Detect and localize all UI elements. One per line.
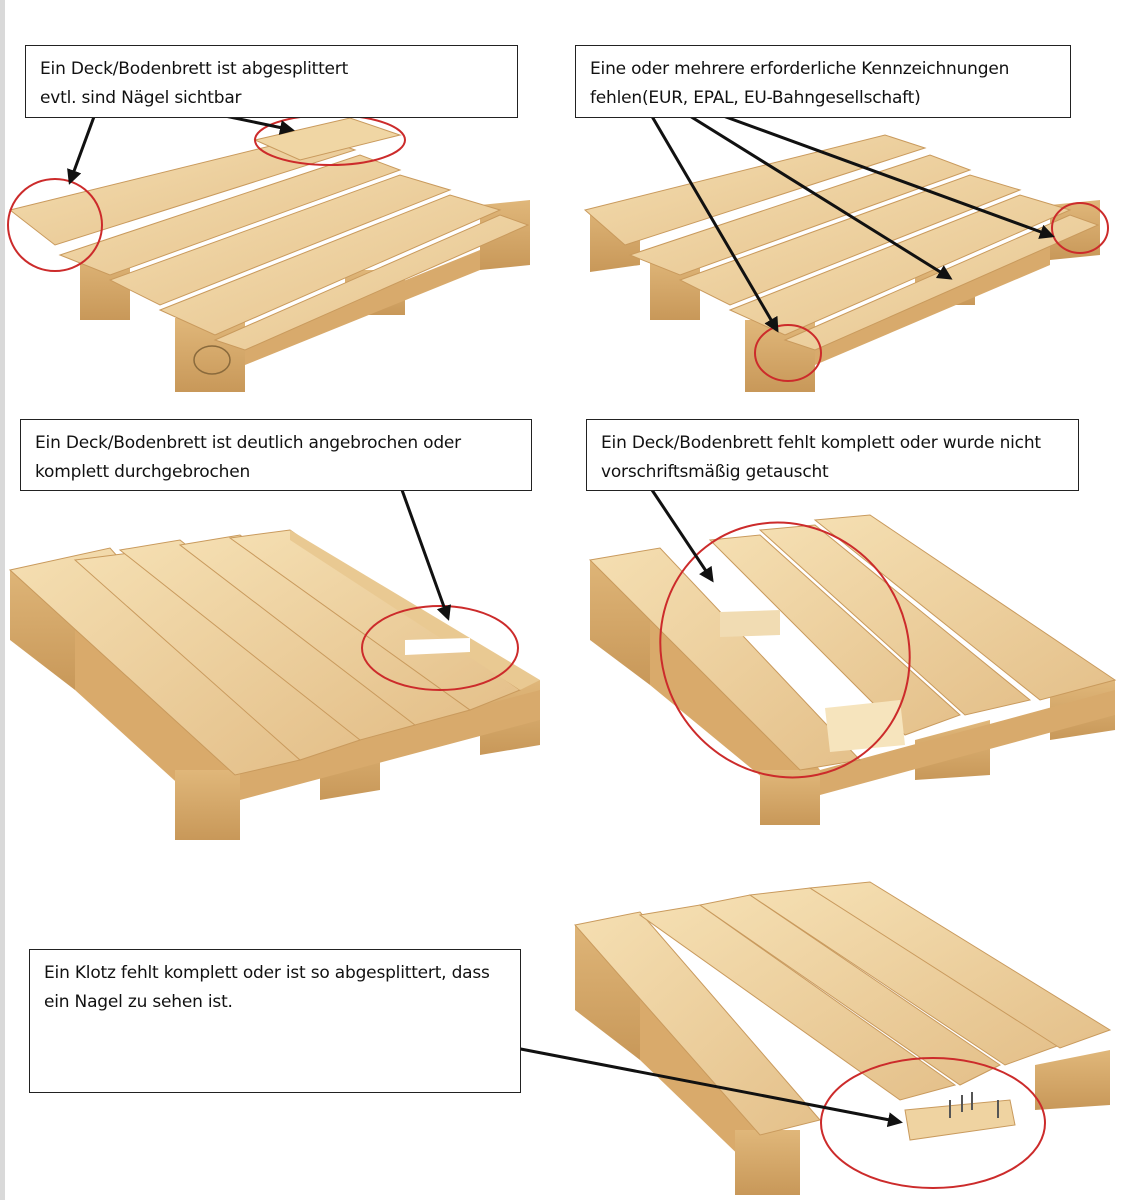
caption-1-line-2: evtl. sind Nägel sichtbar bbox=[40, 88, 242, 108]
page-edge bbox=[0, 0, 5, 1200]
caption-box-2: Eine oder mehrere erforderliche Kennzeic… bbox=[575, 45, 1071, 118]
epal-stamp-icon bbox=[193, 345, 231, 375]
pallet-image-4 bbox=[588, 514, 1117, 825]
highlight-circle bbox=[7, 178, 103, 272]
pointer-arrow bbox=[648, 112, 779, 333]
pallet-image-3 bbox=[8, 529, 540, 840]
caption-3-line-1: Ein Deck/Bodenbrett ist deutlich angebro… bbox=[35, 433, 461, 453]
pallet-image-1 bbox=[8, 117, 530, 392]
caption-2-line-2: fehlen(EUR, EPAL, EU-Bahngesellschaft) bbox=[590, 88, 921, 108]
caption-1-line-1: Ein Deck/Bodenbrett ist abgesplittert bbox=[40, 59, 349, 79]
highlight-circle bbox=[659, 521, 911, 779]
pointer-arrow bbox=[67, 113, 97, 185]
pallet-image-5 bbox=[574, 881, 1112, 1195]
highlight-circle bbox=[754, 324, 822, 382]
pointer-arrow bbox=[650, 489, 714, 583]
pointer-arrow bbox=[684, 111, 953, 280]
pointer-arrow bbox=[714, 111, 1055, 239]
caption-box-4: Ein Deck/Bodenbrett fehlt komplett oder … bbox=[586, 419, 1079, 491]
caption-4-line-1: Ein Deck/Bodenbrett fehlt komplett oder … bbox=[601, 433, 1041, 453]
caption-4-line-2: vorschriftsmäßig getauscht bbox=[601, 462, 829, 482]
pointer-arrow bbox=[499, 1043, 903, 1128]
caption-3-line-2: komplett durchgebrochen bbox=[35, 462, 251, 482]
caption-5-line-1: Ein Klotz fehlt komplett oder ist so abg… bbox=[44, 963, 490, 983]
caption-box-3: Ein Deck/Bodenbrett ist deutlich angebro… bbox=[20, 419, 532, 491]
caption-5-line-2: ein Nagel zu sehen ist. bbox=[44, 992, 233, 1012]
pointer-arrow bbox=[400, 489, 451, 621]
caption-box-1: Ein Deck/Bodenbrett ist abgesplittert ev… bbox=[25, 45, 518, 118]
pointer-arrow bbox=[224, 114, 295, 135]
caption-box-5: Ein Klotz fehlt komplett oder ist so abg… bbox=[29, 949, 521, 1093]
caption-2-line-1: Eine oder mehrere erforderliche Kennzeic… bbox=[590, 59, 1010, 79]
highlight-circle bbox=[820, 1057, 1046, 1189]
pallet-image-2 bbox=[583, 134, 1100, 392]
